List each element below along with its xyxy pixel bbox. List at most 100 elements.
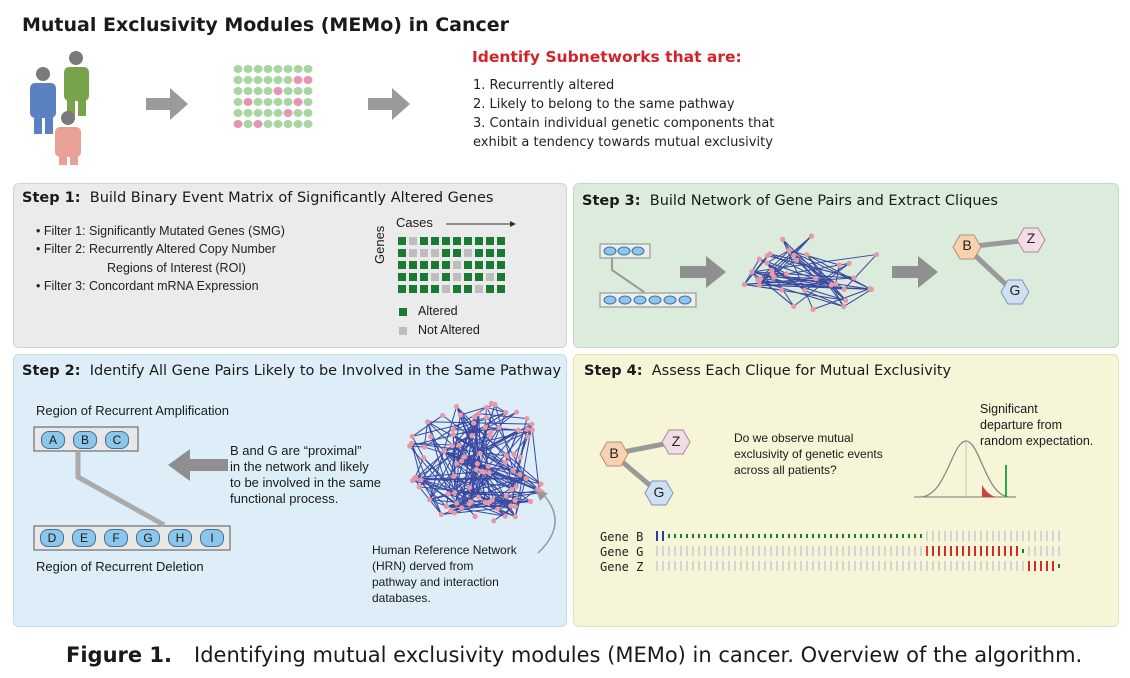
- network-node: [741, 281, 747, 288]
- dot: [253, 87, 263, 95]
- gene-a: A: [41, 431, 65, 449]
- network-edge: [446, 505, 511, 507]
- event-bar: [980, 546, 982, 556]
- network-edge: [789, 249, 872, 290]
- altered-cell: [464, 237, 472, 245]
- network-node: [409, 440, 415, 446]
- event-bar: [764, 534, 766, 538]
- dot: [233, 109, 243, 117]
- event-bar: [722, 546, 724, 556]
- dot: [243, 65, 253, 73]
- event-bar: [764, 546, 766, 556]
- mutual-exclusivity-oncoprint: [656, 531, 1060, 571]
- event-bar: [842, 561, 844, 571]
- dot: [233, 87, 243, 95]
- network-node: [515, 427, 521, 433]
- dot: [303, 120, 313, 128]
- network-node: [503, 493, 509, 499]
- network-edge: [415, 477, 447, 507]
- event-bar: [794, 561, 796, 571]
- event-bar: [776, 561, 778, 571]
- event-bar: [938, 561, 940, 571]
- network-edge: [451, 422, 475, 446]
- network-edge: [453, 475, 493, 501]
- network-edge: [757, 250, 790, 281]
- network-node: [416, 484, 422, 490]
- network-edge: [423, 421, 429, 448]
- event-bar: [746, 561, 748, 571]
- network-node: [868, 286, 874, 292]
- network-node: [473, 466, 479, 473]
- network-node: [488, 429, 494, 435]
- network-edge: [429, 477, 527, 501]
- event-bar: [770, 561, 772, 571]
- event-bar: [866, 534, 868, 538]
- event-bar: [1052, 531, 1054, 541]
- hrn-line-3: pathway and interaction: [372, 575, 499, 589]
- event-bar: [878, 561, 880, 571]
- event-bar: [974, 546, 976, 556]
- network-edge: [481, 470, 512, 491]
- event-bar: [854, 534, 856, 538]
- network-node: [846, 260, 852, 266]
- altered-cell: [398, 249, 406, 257]
- altered-cell: [497, 285, 505, 293]
- network-node: [454, 500, 460, 506]
- event-bar: [704, 546, 706, 556]
- arrow-right-icon: [368, 88, 410, 120]
- event-bar: [686, 534, 688, 538]
- event-bar: [806, 546, 808, 556]
- event-bar: [1010, 531, 1012, 541]
- dot: [233, 120, 243, 128]
- network-node: [525, 434, 531, 440]
- event-bar: [1040, 546, 1042, 556]
- event-bar: [884, 561, 886, 571]
- event-bar: [758, 546, 760, 556]
- network-edge: [513, 429, 533, 455]
- event-bar: [956, 561, 958, 571]
- network-node: [469, 433, 475, 439]
- event-bar: [854, 546, 856, 556]
- event-bar: [962, 561, 964, 571]
- network-node: [462, 454, 468, 460]
- curved-arrow-icon: [536, 491, 556, 554]
- network-edge: [411, 442, 507, 457]
- event-bar: [848, 534, 850, 538]
- event-bar: [662, 546, 664, 556]
- event-bar: [680, 534, 682, 538]
- filter-2: • Filter 2: Recurrently Altered Copy Num…: [36, 242, 276, 256]
- event-bar: [710, 534, 712, 538]
- network-edge: [469, 486, 498, 510]
- network-node: [482, 424, 488, 430]
- network-edge: [427, 421, 466, 458]
- altered-cell: [453, 249, 461, 257]
- event-bar: [962, 546, 964, 556]
- not-altered-cell: [453, 273, 461, 281]
- event-bar: [938, 546, 940, 556]
- filter-3: • Filter 3: Concordant mRNA Expression: [36, 279, 259, 293]
- event-bar: [770, 534, 772, 538]
- dot: [253, 120, 263, 128]
- network-edge: [490, 411, 517, 433]
- event-bar: [1052, 546, 1054, 556]
- event-bar: [1034, 561, 1036, 571]
- dot: [273, 109, 283, 117]
- event-bar: [1058, 564, 1060, 568]
- event-bar: [896, 534, 898, 538]
- network-edge: [843, 288, 872, 308]
- event-bar: [908, 546, 910, 556]
- dot: [303, 109, 313, 117]
- not-altered-cell: [409, 237, 417, 245]
- criterion-3: 3. Contain individual genetic components…: [473, 116, 775, 131]
- event-bar: [752, 546, 754, 556]
- event-bar: [944, 561, 946, 571]
- network-node: [851, 275, 857, 281]
- dot: [243, 109, 253, 117]
- network-edge: [531, 429, 540, 491]
- network-node: [828, 282, 834, 288]
- event-bar: [800, 534, 802, 538]
- gene-pair-network: [741, 233, 880, 312]
- gene-z-row-label: Gene Z: [600, 560, 644, 574]
- event-bar: [770, 546, 772, 556]
- event-bar: [926, 561, 928, 571]
